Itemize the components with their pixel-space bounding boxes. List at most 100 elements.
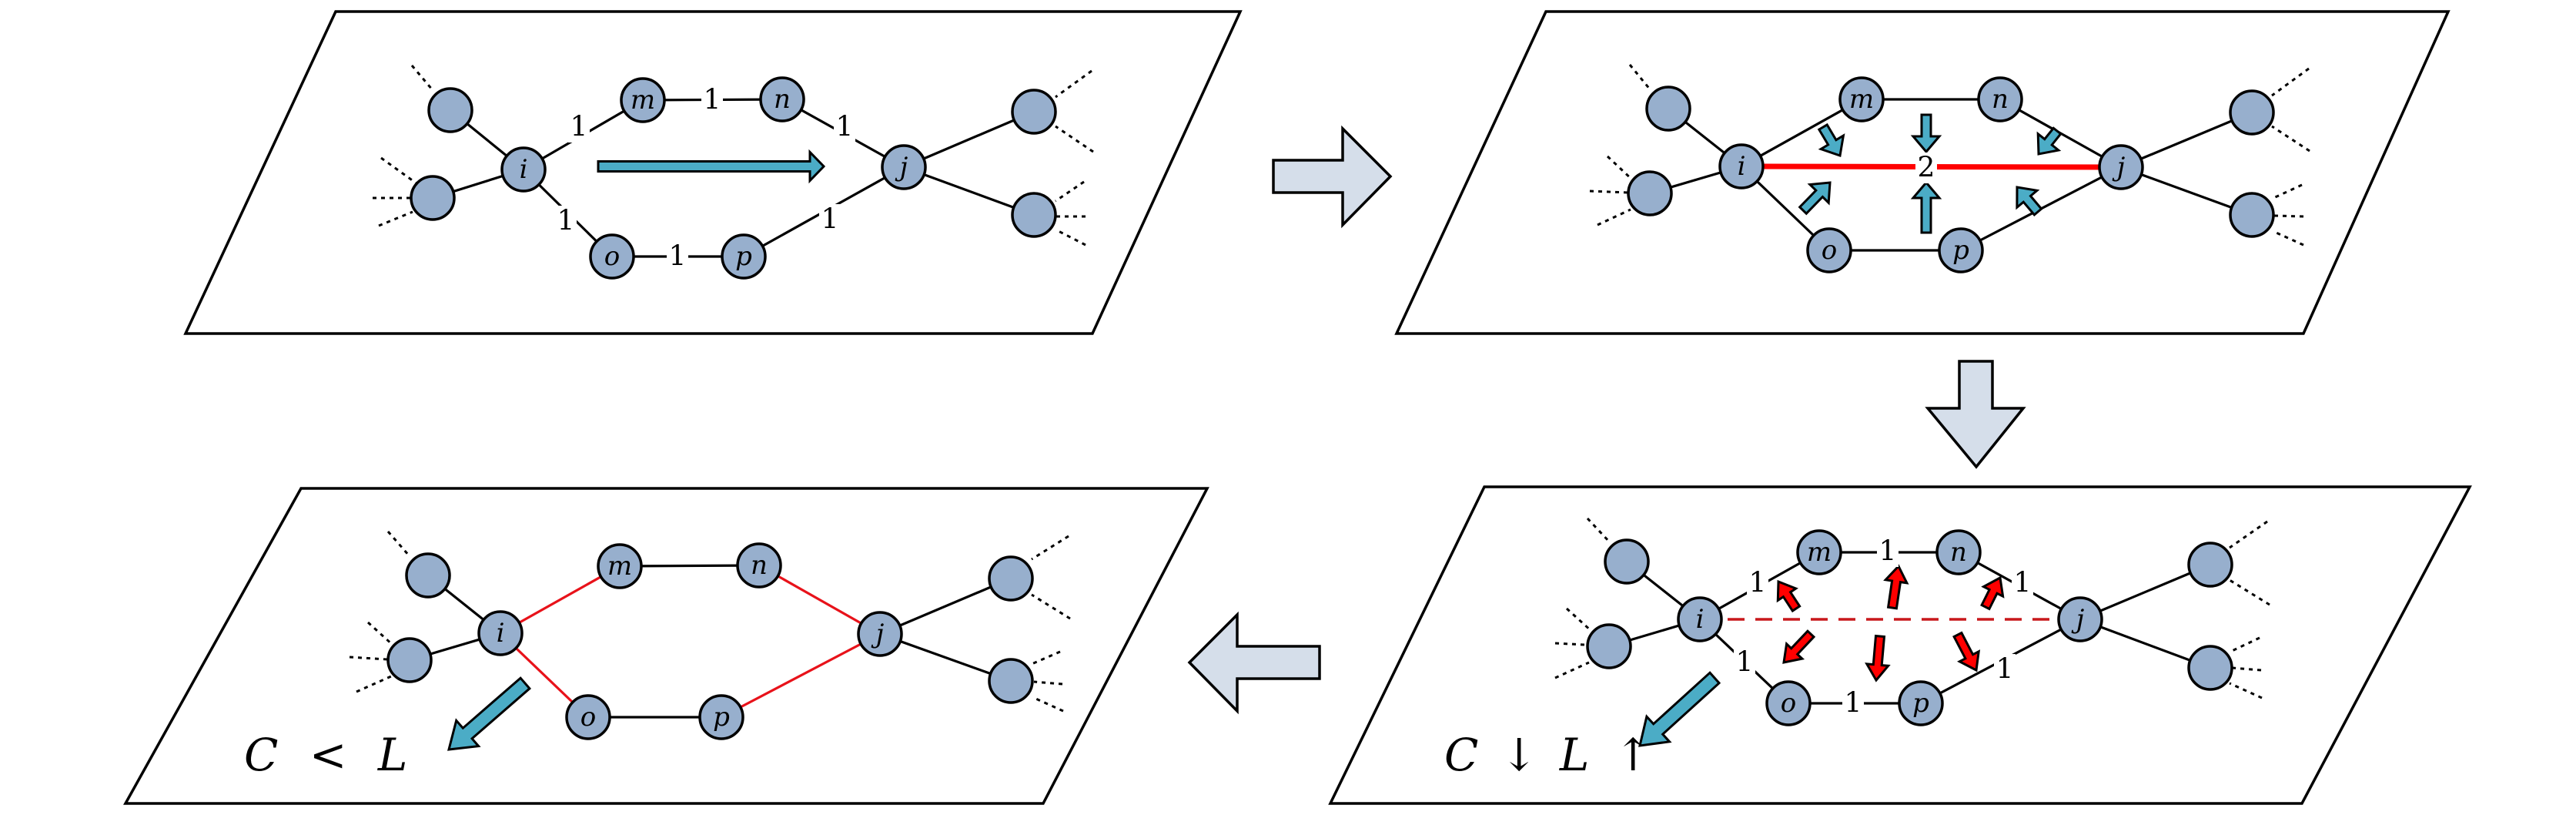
- node-label-m: m: [607, 551, 632, 582]
- panel-3-frame: [123, 487, 1209, 805]
- dotted-stub-edge: [1565, 607, 1594, 633]
- node-unlabeled: [386, 637, 433, 683]
- edge-j-d: [903, 166, 1035, 216]
- edge-weight-label: 1: [821, 204, 839, 236]
- edge-weight-label: 2: [1918, 153, 1935, 184]
- node-o: [589, 233, 635, 280]
- flow-arrow-right-icon: [1272, 125, 1393, 229]
- node-j: [2057, 596, 2103, 642]
- node-n: [759, 76, 805, 122]
- dotted-stub-edge: [1628, 64, 1652, 91]
- edge-weight-label: 1: [1879, 536, 1897, 568]
- edge-label-background: [1915, 153, 1937, 183]
- formula-C: C: [1444, 729, 1478, 781]
- node-unlabeled: [1586, 623, 1632, 669]
- teal-arrow-icon: [447, 676, 532, 751]
- dotted-stub-edge: [1055, 228, 1086, 247]
- dotted-stub-edge: [1031, 650, 1061, 666]
- node-label-n: n: [751, 550, 768, 581]
- node-unlabeled: [988, 658, 1034, 704]
- node-label-m: m: [1807, 537, 1832, 568]
- node-label-i: i: [1696, 604, 1705, 635]
- edge-label-background: [1842, 688, 1864, 719]
- edge-weight-label: 1: [2014, 568, 2032, 599]
- teal-arrow-icon: [1798, 181, 1832, 216]
- node-unlabeled: [2229, 89, 2275, 136]
- node-n: [736, 542, 782, 589]
- node-j: [2098, 144, 2144, 190]
- edge-label-background: [1877, 536, 1899, 567]
- dotted-stub-edge: [1031, 535, 1069, 561]
- formula-up-arrow: ↑: [1614, 729, 1652, 781]
- edge-j-c: [2079, 563, 2211, 621]
- dotted-stub-edge: [2271, 125, 2310, 153]
- edge-j-d: [2079, 618, 2211, 669]
- node-label-o: o: [580, 702, 596, 733]
- panel-4-formula: C ↓ L ↑: [1444, 729, 1651, 781]
- dotted-stub-edge: [1597, 208, 1631, 226]
- edge-label-background: [701, 85, 723, 116]
- dotted-stub-edge: [386, 531, 411, 557]
- node-label-n: n: [774, 84, 791, 115]
- dotted-stub-edge: [380, 156, 417, 185]
- node-unlabeled: [988, 555, 1034, 602]
- edge-weight-label: 1: [1749, 568, 1767, 599]
- node-p: [1898, 680, 1944, 726]
- dotted-stub-edge: [1589, 189, 1628, 194]
- dotted-stub-edge: [2230, 636, 2260, 653]
- edge-j-d: [2120, 166, 2253, 216]
- dotted-stub-edge: [378, 210, 413, 227]
- teal-arrow-icon: [1910, 180, 1942, 234]
- node-label-p: p: [1952, 235, 1969, 266]
- edge-weight-label: 1: [704, 85, 721, 116]
- node-label-o: o: [1822, 235, 1837, 266]
- teal-arrow-icon: [2036, 126, 2062, 156]
- formula-down-arrow: ↓: [1500, 729, 1538, 781]
- panel-3-formula: C < L: [244, 729, 407, 781]
- edge-label-background: [568, 112, 590, 143]
- node-p: [721, 233, 767, 280]
- edge-m-n: [619, 564, 760, 568]
- node-label-p: p: [735, 241, 752, 272]
- teal-arrow-icon: [2016, 186, 2043, 217]
- node-label-o: o: [1781, 688, 1796, 719]
- flow-arrow-down-icon: [1925, 360, 2026, 469]
- dotted-stub-edge: [1586, 517, 1611, 544]
- node-label-o: o: [604, 241, 620, 272]
- node-label-i: i: [497, 618, 505, 649]
- red-arrow-icon: [1883, 564, 1909, 610]
- edge-weight-label: 1: [669, 241, 687, 273]
- red-arrow-icon: [1980, 575, 2005, 611]
- dotted-stub-edge: [356, 675, 392, 693]
- formula-L: L: [1559, 729, 1590, 781]
- node-unlabeled: [1604, 538, 1650, 585]
- formula-C: C: [244, 729, 278, 781]
- node-j: [881, 144, 927, 190]
- edge-weight-label: 1: [1996, 654, 2014, 686]
- edge-label-background: [834, 112, 855, 143]
- edge-j-c: [2120, 111, 2253, 169]
- edge-i-m: [1741, 98, 1862, 168]
- edge-label-background: [1994, 654, 2016, 685]
- formula-less-than: <: [309, 729, 347, 781]
- dotted-stub-edge: [1055, 69, 1092, 99]
- teal-arrow-icon: [1910, 113, 1942, 154]
- node-label-n: n: [1992, 84, 2009, 115]
- node-i: [477, 610, 524, 656]
- edge-j-c: [903, 110, 1035, 169]
- node-label-p: p: [713, 702, 730, 733]
- node-o: [1806, 227, 1852, 273]
- node-unlabeled: [1645, 86, 1691, 132]
- node-i: [500, 146, 547, 193]
- node-m: [1838, 76, 1885, 122]
- node-label-p: p: [1912, 688, 1929, 719]
- dotted-stub-edge: [1554, 661, 1590, 679]
- edge-label-background: [2012, 568, 2033, 599]
- node-j: [857, 611, 903, 657]
- node-o: [1765, 680, 1812, 726]
- edge-n-j: [758, 564, 881, 636]
- dotted-stub-edge: [2229, 682, 2263, 699]
